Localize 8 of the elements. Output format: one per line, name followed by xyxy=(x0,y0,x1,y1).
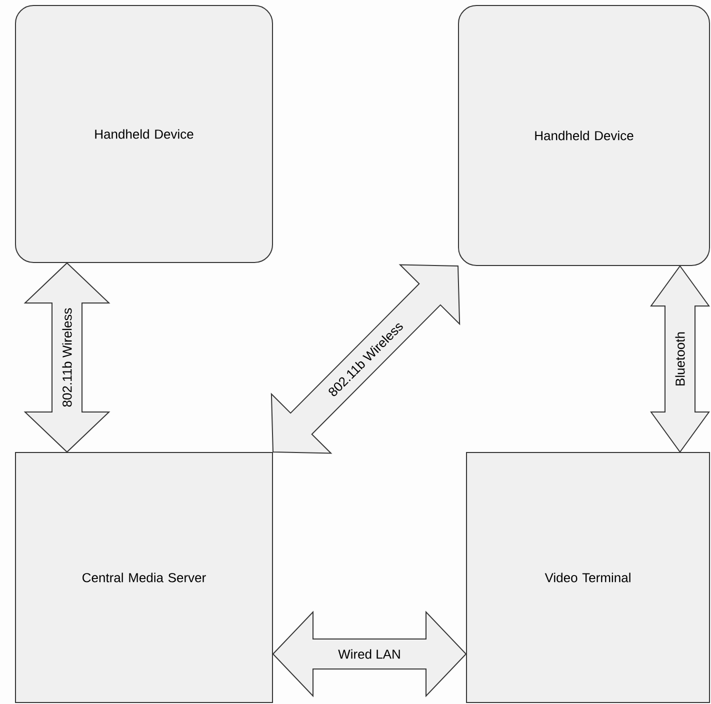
edge-label: Wired LAN xyxy=(337,648,402,660)
rounded-box: Handheld Device xyxy=(15,5,273,263)
edge-label: Bluetooth xyxy=(674,330,686,388)
edge-label: 802.11b Wireless xyxy=(61,306,73,408)
rounded-box: Handheld Device xyxy=(458,5,710,266)
box: Video Terminal xyxy=(466,452,710,703)
block-arrow xyxy=(270,264,460,454)
box: Central Media Server xyxy=(15,452,273,703)
